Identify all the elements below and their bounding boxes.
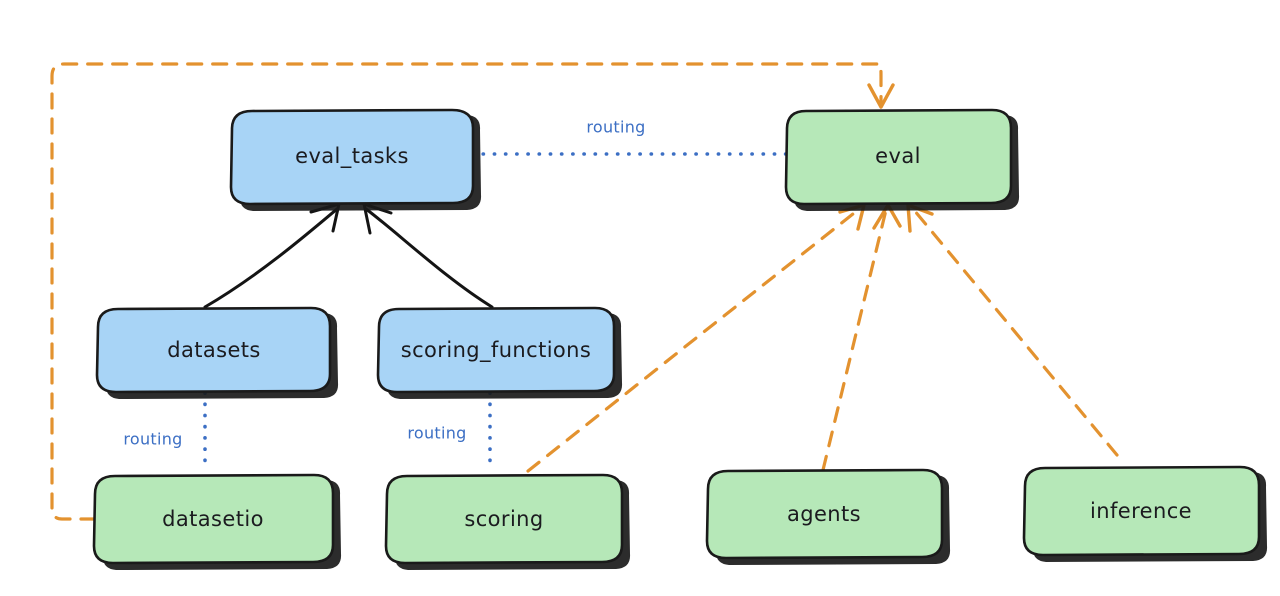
edge-inference-to-eval	[906, 203, 1119, 457]
node-eval-tasks[interactable]: eval_tasks	[229, 108, 482, 211]
node-label-agents: agents	[787, 502, 861, 526]
node-scoring[interactable]: scoring	[384, 473, 631, 570]
edge-label-routing-eval: routing	[586, 118, 645, 137]
node-scoring-functions[interactable]: scoring_functions	[376, 306, 623, 399]
node-inference[interactable]: inference	[1022, 465, 1268, 562]
edge-scoring-functions-to-eval-tasks	[362, 202, 494, 309]
node-label-inference: inference	[1090, 499, 1192, 523]
node-label-scoring-functions: scoring_functions	[401, 338, 591, 363]
node-eval[interactable]: eval	[784, 108, 1020, 211]
node-agents[interactable]: agents	[705, 468, 951, 565]
node-datasets[interactable]: datasets	[95, 306, 339, 399]
node-label-datasetio: datasetio	[162, 507, 264, 531]
edge-datasets-to-eval-tasks	[203, 202, 341, 309]
node-datasetio[interactable]: datasetio	[92, 473, 342, 570]
node-label-scoring: scoring	[464, 507, 543, 531]
edge-agents-to-eval	[821, 203, 902, 472]
node-label-eval-tasks: eval_tasks	[295, 144, 409, 169]
edge-label-routing-scoring: routing	[407, 424, 466, 443]
edge-label-routing-datasets: routing	[123, 430, 182, 449]
node-label-datasets: datasets	[167, 338, 261, 362]
edge-datasetio-to-eval	[50, 62, 895, 521]
node-label-eval: eval	[875, 144, 921, 168]
